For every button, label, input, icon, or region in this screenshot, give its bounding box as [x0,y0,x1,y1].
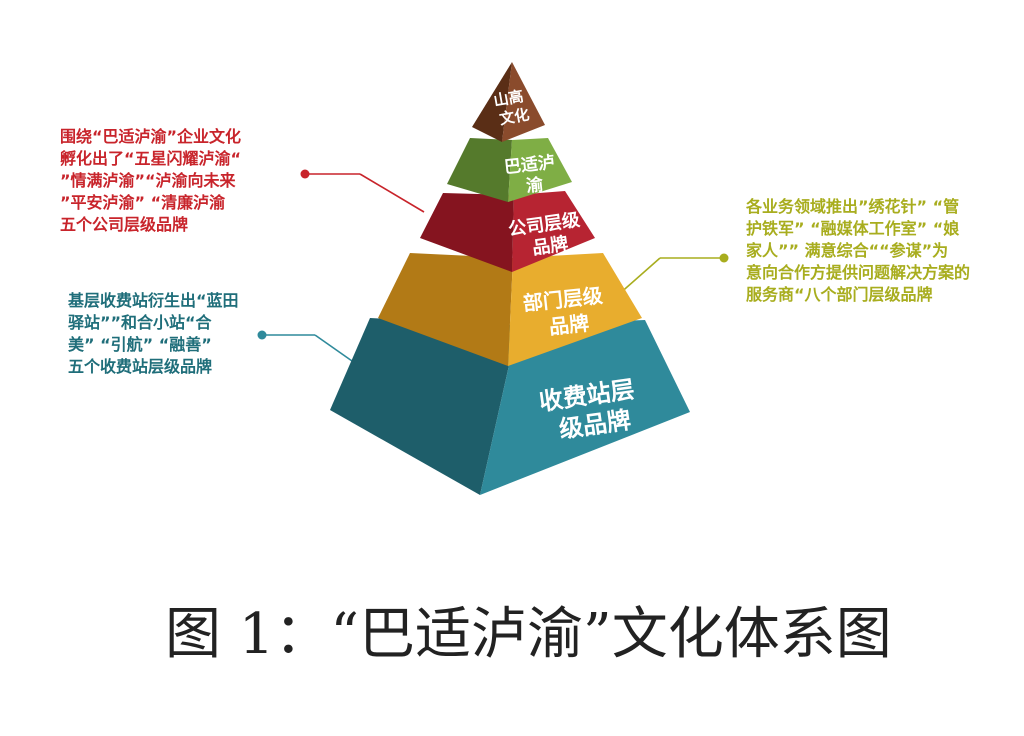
note-company-brands: 围绕“巴适泸渝”企业文化 孵化出了“五星闪耀泸渝“ ”情满泸渝”“泸渝向未来 ”… [60,127,242,234]
tier-baxianyu: 巴适泸 渝 [447,138,572,202]
note-department-brands: 各业务领域推出”绣花针” “管 护铁军” “融媒体工作室” “娘 家人”” 满意… [746,197,971,304]
tier-peak: 山高 文化 [472,62,545,142]
note-tollstation-brands: 基层收费站衍生出“蓝田 驿站””和合小站“合 美” “引航” “融善” 五个收费… [68,291,239,376]
connector-teal [257,330,363,369]
figure-caption: 图 1：“巴适泸渝”文化体系图 [165,602,892,667]
connector-olive [617,253,729,296]
tier-department: 部门层级 品牌 [378,253,642,366]
tier-peak-label: 山高 文化 [492,86,533,129]
tier-company: 公司层级 品牌 [420,191,595,272]
tier-tollstation: 收费站层 级品牌 [330,318,690,495]
connector-red [300,169,425,213]
